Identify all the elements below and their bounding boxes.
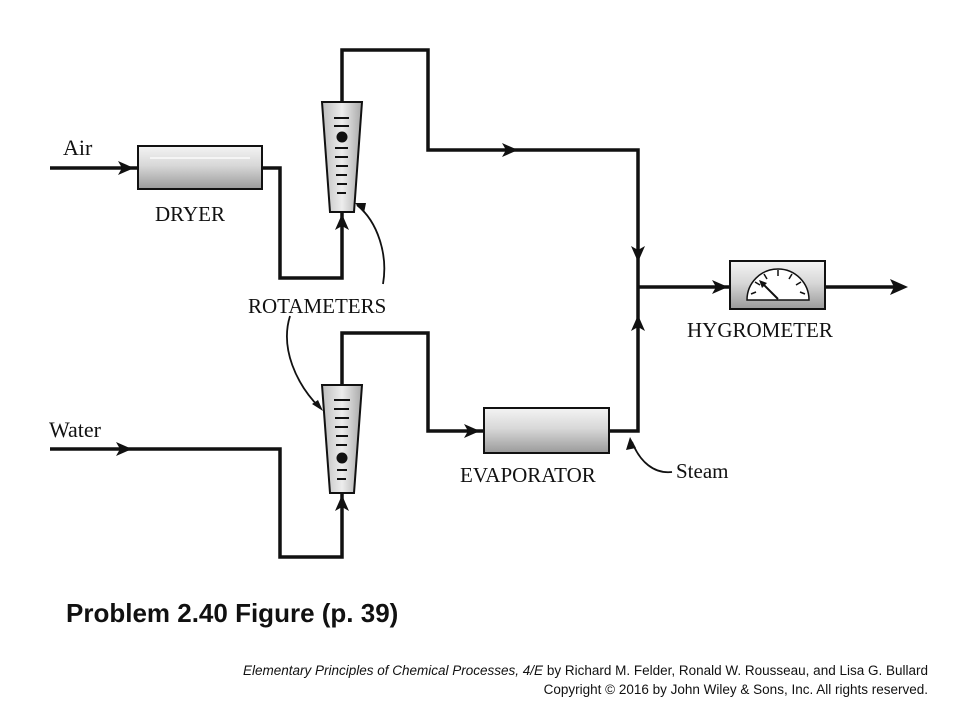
rotameter-float — [336, 452, 348, 464]
rotameters-label: ROTAMETERS — [248, 294, 386, 318]
water-inlet-arrow — [116, 442, 132, 456]
hygrometer-device — [729, 260, 826, 310]
rotameter-float — [336, 131, 348, 143]
dryer-vessel — [137, 145, 263, 190]
book-title: Elementary Principles of Chemical Proces… — [242, 663, 544, 678]
bottom-rotameter — [320, 384, 364, 494]
evaporator-outlet-line — [609, 250, 640, 433]
top-line-arrow — [502, 143, 518, 157]
bottom-rotameter-inlet-arrow — [335, 495, 349, 511]
bottom-rotameter-outlet-line — [340, 331, 484, 433]
water-inlet-line — [50, 447, 344, 559]
figure-caption: Problem 2.40 Figure (p. 39) — [66, 598, 399, 628]
book-authors: by Richard M. Felder, Ronald W. Rousseau… — [543, 663, 928, 678]
top-rotameter-outlet-line — [340, 48, 640, 252]
dryer-to-rotameter-line — [262, 166, 344, 280]
rotameters-callout-up — [356, 204, 386, 285]
down-merge-arrow — [631, 246, 645, 262]
hygrometer-label: HYGROMETER — [687, 318, 833, 342]
evaporator-label: EVAPORATOR — [460, 463, 596, 487]
rotameters-callout-down — [286, 315, 321, 409]
steam-label: Steam — [676, 459, 729, 483]
evaporator-inlet-arrow — [464, 424, 480, 438]
credit-line: Elementary Principles of Chemical Proces… — [28, 661, 928, 680]
hygrometer-inlet-arrow — [712, 280, 728, 294]
evaporator-vessel — [483, 407, 610, 454]
dryer-label: DRYER — [155, 202, 225, 226]
up-merge-arrow — [631, 315, 645, 331]
water-label: Water — [49, 417, 102, 442]
top-rotameter — [320, 101, 364, 213]
copyright-line: Copyright © 2016 by John Wiley & Sons, I… — [543, 682, 928, 697]
air-label: Air — [63, 135, 93, 160]
product-outlet-arrow — [890, 279, 908, 295]
air-inlet-arrow — [118, 161, 134, 175]
copyright-notice: Elementary Principles of Chemical Proces… — [28, 661, 928, 699]
top-rotameter-inlet-arrow — [335, 214, 349, 230]
steam-callout — [631, 441, 673, 474]
